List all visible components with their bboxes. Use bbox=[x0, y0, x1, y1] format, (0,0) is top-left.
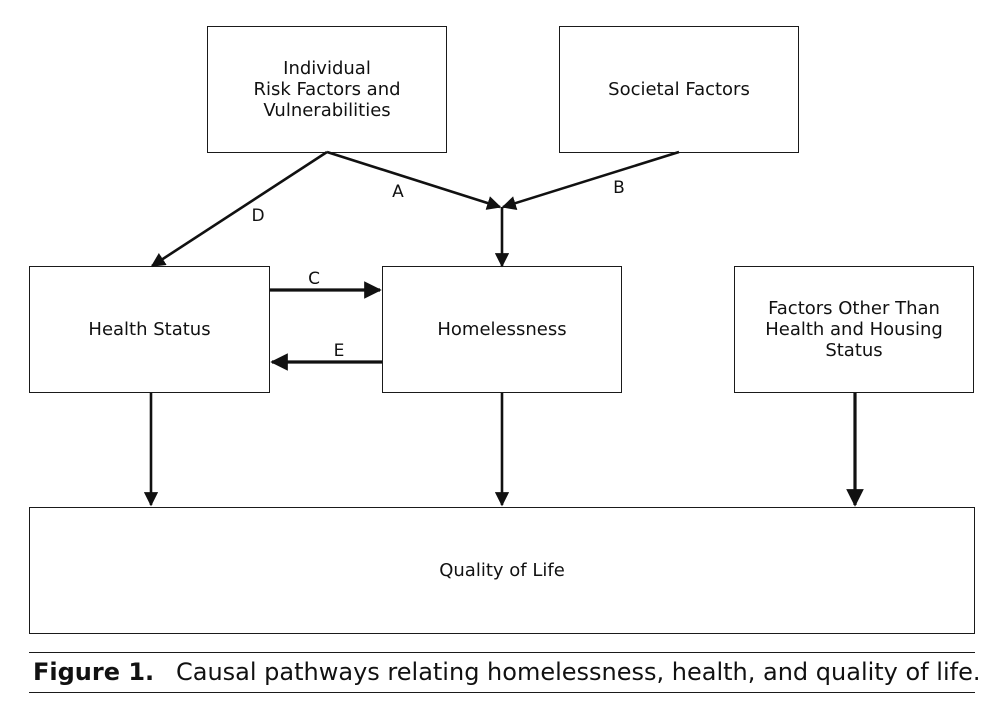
node-health-status: Health Status bbox=[29, 266, 270, 393]
node-label-line: Factors Other Than bbox=[768, 298, 940, 319]
node-individual-risk-factors-label: Individual Risk Factors and Vulnerabilit… bbox=[253, 58, 400, 121]
node-societal-factors: Societal Factors bbox=[559, 26, 799, 153]
edge-label-d: D bbox=[251, 206, 264, 226]
caption-rule-top bbox=[29, 652, 975, 653]
node-individual-risk-factors: Individual Risk Factors and Vulnerabilit… bbox=[207, 26, 447, 153]
node-label-line: Health and Housing bbox=[765, 319, 943, 340]
arrow-d bbox=[150, 150, 328, 268]
edge-label-a: A bbox=[392, 182, 404, 202]
edge-label-b: B bbox=[613, 178, 625, 198]
node-homelessness: Homelessness bbox=[382, 266, 622, 393]
node-other-factors: Factors Other Than Health and Housing St… bbox=[734, 266, 974, 393]
node-societal-factors-label: Societal Factors bbox=[608, 79, 750, 100]
caption-rule-bottom bbox=[29, 692, 975, 693]
arrow-a bbox=[326, 150, 502, 210]
figure-caption-label: Figure 1. bbox=[33, 658, 155, 686]
node-quality-of-life: Quality of Life bbox=[29, 507, 975, 634]
arrow-b bbox=[501, 150, 680, 210]
edge-label-c: C bbox=[308, 269, 320, 289]
node-label-line: Risk Factors and bbox=[253, 79, 401, 100]
node-label-line: Individual bbox=[283, 58, 371, 79]
figure-caption-text: Causal pathways relating homelessness, h… bbox=[176, 658, 981, 686]
node-quality-of-life-label: Quality of Life bbox=[439, 560, 565, 581]
node-label-line: Vulnerabilities bbox=[263, 100, 391, 121]
figure-caption: Figure 1. Causal pathways relating homel… bbox=[33, 656, 980, 688]
node-homelessness-label: Homelessness bbox=[437, 319, 567, 340]
edge-label-e: E bbox=[334, 341, 345, 361]
node-label-line: Status bbox=[825, 340, 883, 361]
node-health-status-label: Health Status bbox=[88, 319, 211, 340]
node-other-factors-label: Factors Other Than Health and Housing St… bbox=[765, 298, 943, 361]
